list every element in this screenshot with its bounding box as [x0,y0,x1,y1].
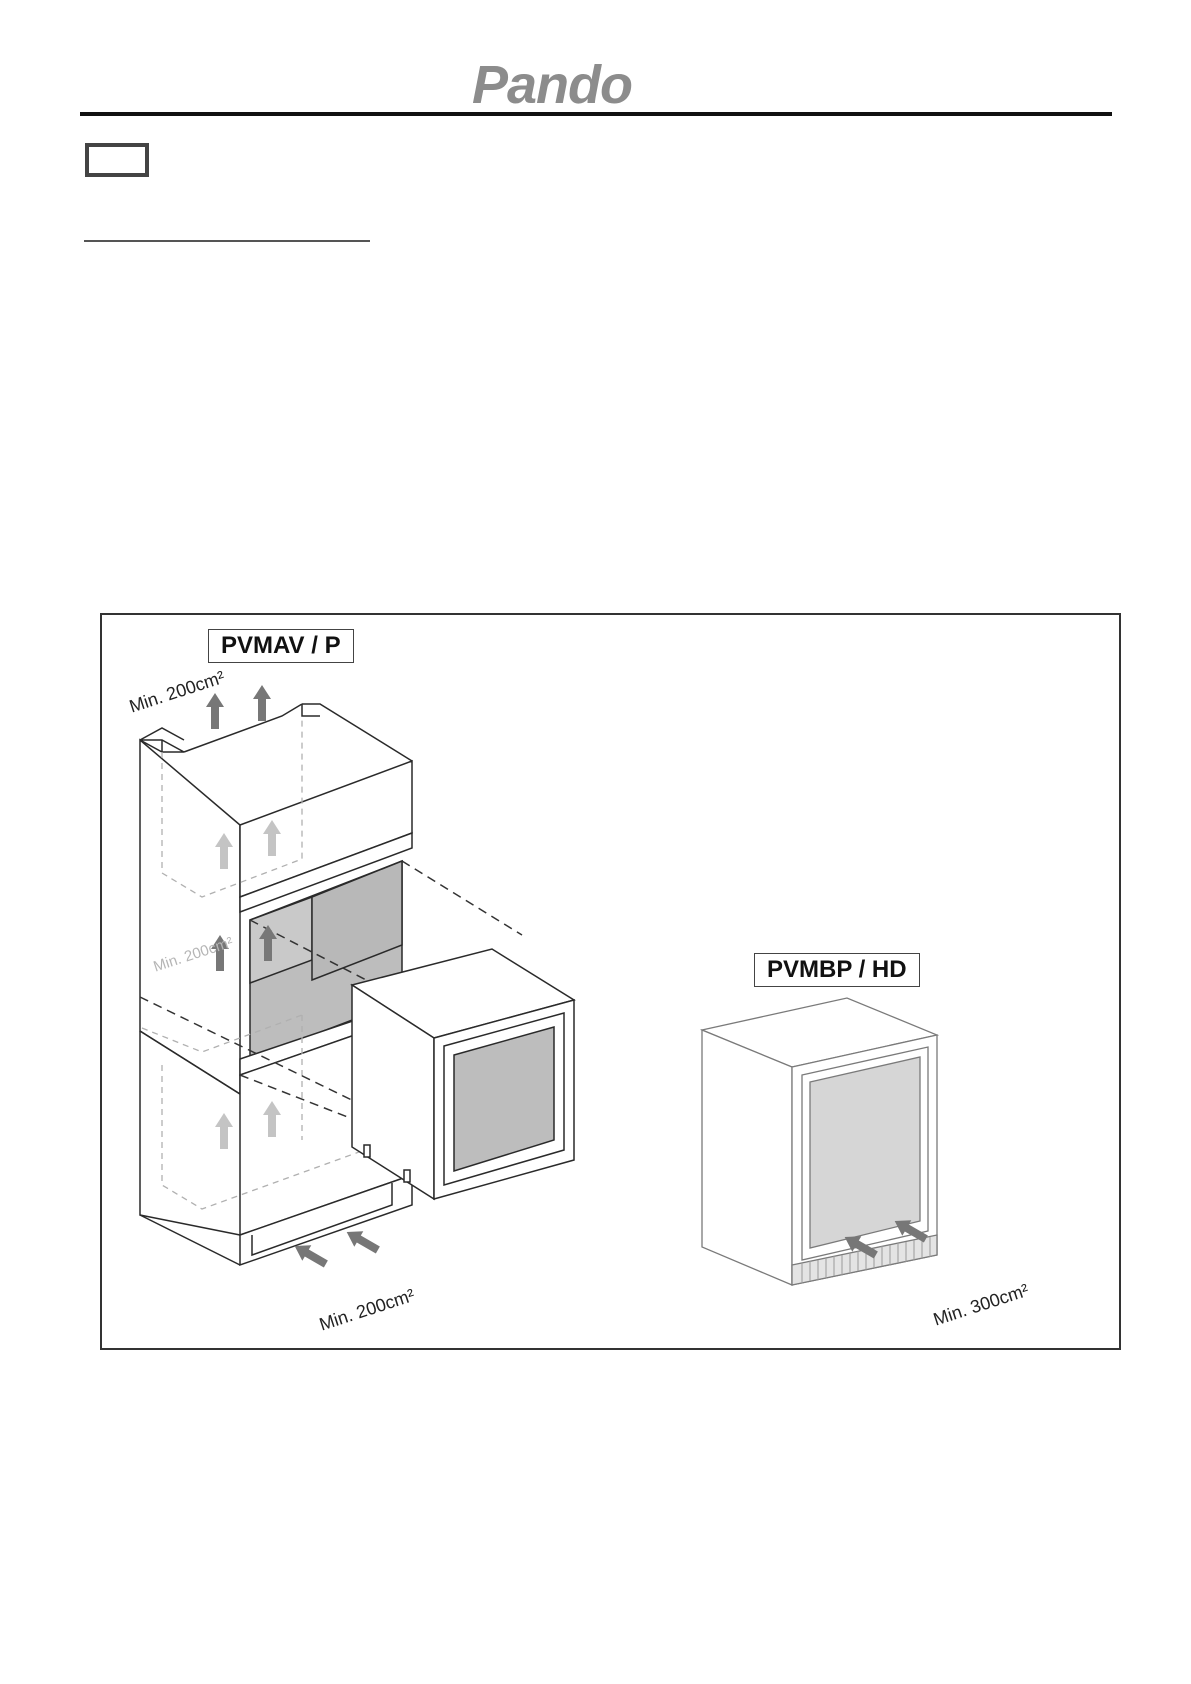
vent-grille-lines [801,1237,931,1283]
header-divider [80,112,1112,116]
model-label-pvmbp: PVMBP / HD [754,953,920,987]
section-underline [84,240,370,242]
brand-logo: Pando [472,55,633,115]
model-label-pvmav: PVMAV / P [208,629,354,663]
cabinet-hidden-lines [141,716,393,1210]
empty-label-box [85,143,149,177]
freestanding-appliance [699,997,940,1286]
drawer-appliance [350,948,576,1201]
installation-figure: PVMAV / P PVMBP / HD Min. 200cm² Min. 20… [100,613,1121,1350]
installation-diagram [139,685,940,1286]
